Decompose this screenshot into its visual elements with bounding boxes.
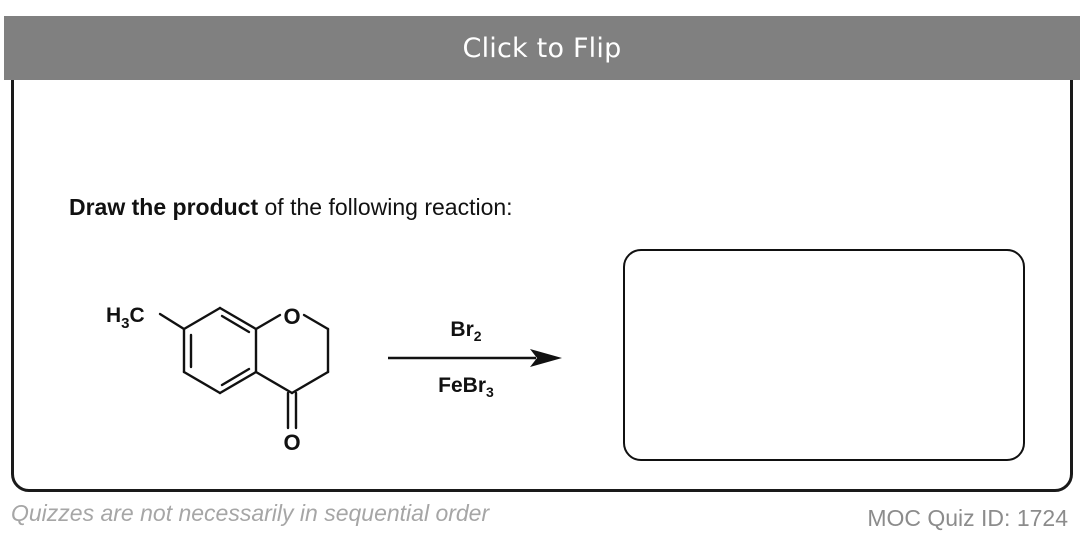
- reagent-bottom: FeBr3: [386, 374, 546, 400]
- reagent-bottom-sub: 3: [486, 384, 494, 401]
- reagent-top: Br2: [386, 318, 546, 344]
- bond: [218, 370, 258, 395]
- bond: [182, 306, 222, 331]
- flip-button[interactable]: Click to Flip: [4, 16, 1080, 80]
- double-bond: [220, 367, 251, 387]
- reagent-top-sub: 2: [473, 328, 482, 345]
- double-bond: [220, 314, 251, 334]
- methyl-subscript: 3: [121, 315, 129, 332]
- bond: [290, 370, 330, 395]
- methyl-label: H3C: [106, 304, 145, 332]
- question-rest: of the following reaction:: [258, 194, 513, 220]
- reagent-top-main: Br: [450, 318, 474, 341]
- reactant-structure: O O H3C: [106, 304, 330, 455]
- question-bold: Draw the product: [69, 194, 259, 220]
- bond: [302, 313, 330, 331]
- reaction-arrow-group: Br2 FeBr3: [386, 318, 566, 408]
- quiz-id: MOC Quiz ID: 1724: [867, 505, 1068, 531]
- question-text: Draw the product of the following reacti…: [69, 194, 513, 221]
- bond: [158, 312, 186, 331]
- footer-note: Quizzes are not necessarily in sequentia…: [11, 500, 490, 526]
- carbonyl-oxygen-label: O: [283, 430, 300, 455]
- bond: [254, 313, 282, 331]
- ring-oxygen-label: O: [283, 304, 300, 329]
- reaction-arrow: [388, 349, 562, 367]
- flip-button-label: Click to Flip: [462, 32, 622, 64]
- methyl-c: C: [130, 304, 145, 327]
- bond: [218, 306, 258, 331]
- reagent-bottom-main: FeBr: [438, 374, 487, 397]
- methyl-h: H: [106, 304, 121, 327]
- bond: [254, 370, 294, 395]
- product-answer-box[interactable]: [623, 249, 1025, 461]
- bond: [182, 370, 222, 395]
